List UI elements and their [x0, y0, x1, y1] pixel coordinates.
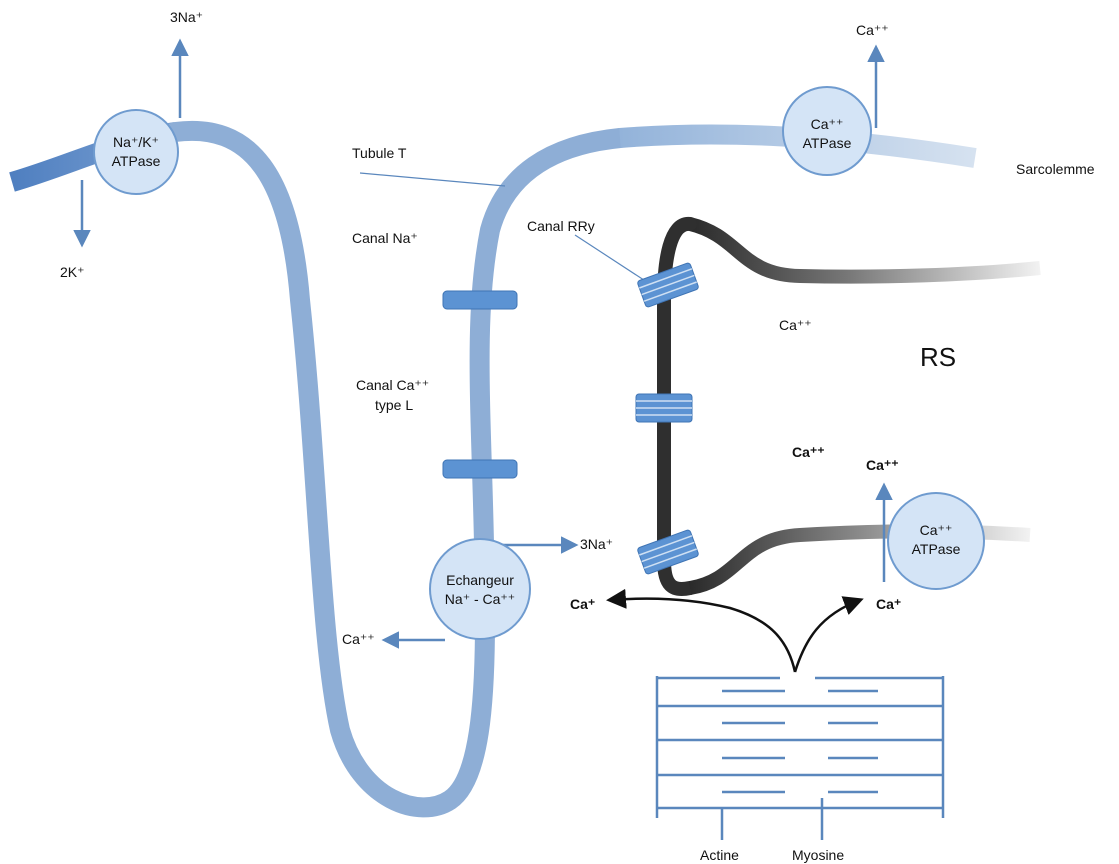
tubule-pointer-line	[359, 172, 506, 187]
na-k-pump-label-line1: Na⁺/K⁺	[113, 134, 159, 150]
na-k-atpase-pump: Na⁺/K⁺ ATPase	[93, 109, 179, 195]
rs-upper-membrane	[688, 217, 1041, 284]
sarco-pump-label-line1: Ca⁺⁺	[811, 116, 844, 132]
myosine-label: Myosine	[792, 847, 844, 863]
exchanger-label-line1: Echangeur	[446, 572, 514, 588]
t-tubule-membrane	[165, 120, 630, 818]
ryanodine-channel-icon-bottom	[637, 529, 699, 575]
ca-release-arrow-left	[606, 588, 797, 673]
canal-rry-label: Canal RRy	[527, 218, 595, 234]
rry-pointer-line	[574, 234, 651, 285]
na-out-label: 3Na⁺	[170, 9, 203, 25]
canal-ca-label-line1: Canal Ca⁺⁺	[356, 377, 429, 393]
serca-label-line1: Ca⁺⁺	[920, 522, 953, 538]
sarcolemma-ca-atpase-pump: Ca⁺⁺ ATPase	[782, 86, 872, 176]
na-k-pump-label-line2: ATPase	[112, 153, 161, 169]
sarcolemme-label: Sarcolemme	[1016, 161, 1095, 177]
actine-label: Actine	[700, 847, 739, 863]
sodium-channel-icon	[442, 290, 518, 310]
calcium-channel-l-type-icon	[442, 459, 518, 479]
canal-ca-label-line2: type L	[375, 397, 413, 413]
ca-release-arrow-right	[793, 596, 864, 673]
rs-ca-upper-label: Ca⁺⁺	[779, 317, 812, 333]
sarco-pump-label-line2: ATPase	[803, 135, 852, 151]
ryanodine-channel-icon-middle	[635, 393, 693, 423]
canal-na-label: Canal Na⁺	[352, 230, 418, 246]
ryanodine-channel-icon-top	[637, 262, 699, 308]
na-ca-exchanger: Echangeur Na⁺ - Ca⁺⁺	[429, 538, 531, 640]
sarcolemma-ca-out-label: Ca⁺⁺	[856, 22, 889, 38]
sarcomere-icon	[655, 676, 945, 840]
exchanger-ca-label: Ca⁺⁺	[342, 631, 375, 647]
serca-ca-label: Ca⁺⁺	[866, 457, 899, 473]
k-in-label: 2K⁺	[60, 264, 85, 280]
serca-label-line2: ATPase	[912, 541, 961, 557]
ca-right-label: Ca⁺	[876, 596, 901, 612]
rs-label: RS	[920, 342, 956, 372]
exchanger-label-line2: Na⁺ - Ca⁺⁺	[445, 591, 515, 607]
serca-atpase-pump: Ca⁺⁺ ATPase	[887, 492, 985, 590]
ca-left-label: Ca⁺	[570, 596, 595, 612]
tubule-label: Tubule T	[352, 145, 407, 161]
sarcolemma-right-segment	[619, 124, 977, 168]
rs-ca-lower-label: Ca⁺⁺	[792, 444, 825, 460]
exchanger-na-label: 3Na⁺	[580, 536, 613, 552]
